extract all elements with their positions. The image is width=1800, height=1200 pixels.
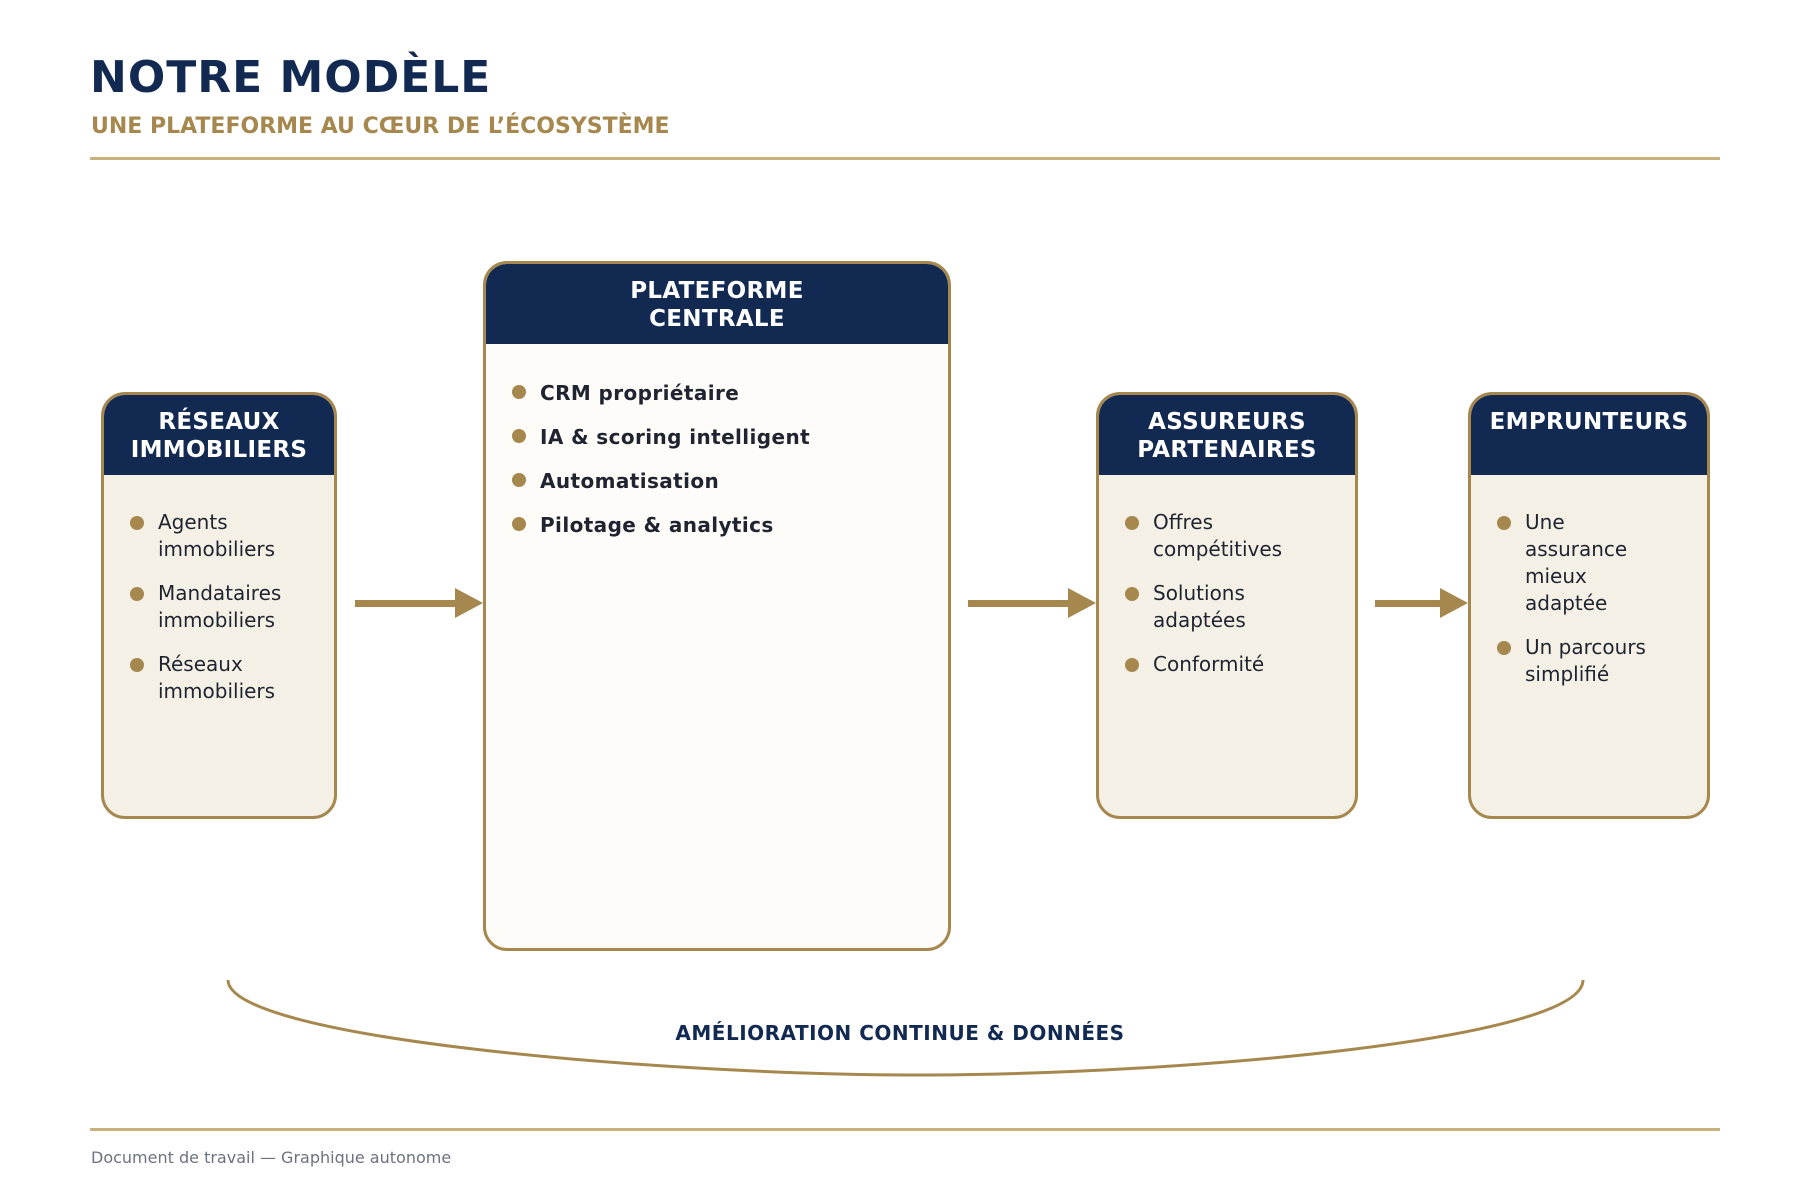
list-item: Mandataires immobiliers — [130, 580, 320, 634]
list-item-line: Un parcours — [1525, 635, 1646, 659]
list-item-line: Conformité — [1153, 652, 1265, 676]
list-item-line: Offres — [1153, 510, 1214, 534]
arrow-shaft — [355, 600, 457, 607]
node-title-line: PARTENAIRES — [1137, 437, 1317, 463]
list-item: CRM propriétaire — [512, 380, 928, 407]
node-plateforme-centrale: PLATEFORME CENTRALE CRM propriétaire IA … — [483, 261, 951, 951]
node-title-line: IMMOBILIERS — [130, 437, 308, 463]
edge-arrow-reseaux-plateforme — [355, 588, 483, 618]
node-header: ASSUREURS PARTENAIRES — [1099, 395, 1355, 475]
feedback-loop-path — [226, 979, 1585, 1077]
list-item-line: Agents — [158, 510, 228, 534]
node-title-line: RÉSEAUX — [158, 409, 280, 435]
list-item-line: adaptée — [1525, 591, 1608, 615]
header-divider — [90, 157, 1720, 160]
list-item-line: adaptées — [1153, 608, 1246, 632]
list-item-line: Une — [1525, 510, 1565, 534]
feedback-loop-label: AMÉLIORATION CONTINUE & DONNÉES — [675, 1021, 1125, 1045]
bullet-dot-icon — [512, 385, 526, 399]
footer-divider — [90, 1128, 1720, 1131]
arrow-head-icon — [455, 588, 483, 618]
list-item: Agents immobiliers — [130, 509, 320, 563]
list-item-line: Réseaux — [158, 652, 243, 676]
list-item: Une assurance mieux adaptée — [1497, 509, 1693, 617]
node-reseaux-immobiliers: RÉSEAUX IMMOBILIERS Agents immobiliers Ma… — [101, 392, 337, 819]
bullet-dot-icon — [512, 473, 526, 487]
page-title: NOTRE MODÈLE — [90, 52, 492, 103]
node-item-list: Une assurance mieux adaptée Un parcours simp… — [1471, 475, 1707, 688]
node-title-line: PLATEFORME — [630, 278, 804, 304]
node-item-list: Offres compétitives Solutions adaptées Con… — [1099, 475, 1355, 678]
bullet-dot-icon — [1497, 641, 1511, 655]
list-item: Automatisation — [512, 468, 928, 495]
node-title-line: ASSUREURS — [1148, 409, 1306, 435]
list-item: Pilotage & analytics — [512, 512, 928, 539]
list-item: Conformité — [1125, 651, 1341, 678]
list-item-line: immobiliers — [158, 679, 276, 703]
edge-arrow-plateforme-assureurs — [968, 588, 1096, 618]
list-item-line: mieux — [1525, 564, 1587, 588]
node-header: PLATEFORME CENTRALE — [486, 264, 948, 344]
node-title-line: CENTRALE — [649, 306, 785, 332]
bullet-dot-icon — [130, 658, 144, 672]
arrow-head-icon — [1440, 588, 1468, 618]
node-emprunteurs: EMPRUNTEURS Une assurance mieux adaptée Un … — [1468, 392, 1710, 819]
node-item-list: CRM propriétaire IA & scoring intelligen… — [486, 344, 948, 539]
list-item-line: CRM propriétaire — [540, 381, 740, 405]
list-item: Offres compétitives — [1125, 509, 1341, 563]
list-item-line: immobiliers — [158, 608, 276, 632]
node-header: EMPRUNTEURS — [1471, 395, 1707, 475]
bullet-dot-icon — [1497, 516, 1511, 530]
list-item-line: assurance — [1525, 537, 1628, 561]
list-item-line: Pilotage & analytics — [540, 513, 774, 537]
edge-arrow-assureurs-emprunteurs — [1375, 588, 1468, 618]
bullet-dot-icon — [130, 516, 144, 530]
list-item-line: Automatisation — [540, 469, 720, 493]
footer-note: Document de travail — Graphique autonome — [91, 1148, 452, 1167]
node-assureurs-partenaires: ASSUREURS PARTENAIRES Offres compétitives… — [1096, 392, 1358, 819]
list-item: Un parcours simplifié — [1497, 634, 1693, 688]
bullet-dot-icon — [1125, 516, 1139, 530]
arrow-head-icon — [1068, 588, 1096, 618]
list-item-line: compétitives — [1153, 537, 1283, 561]
bullet-dot-icon — [512, 517, 526, 531]
list-item: IA & scoring intelligent — [512, 424, 928, 451]
bullet-dot-icon — [1125, 658, 1139, 672]
node-item-list: Agents immobiliers Mandataires immobiliers… — [104, 475, 334, 705]
list-item: Solutions adaptées — [1125, 580, 1341, 634]
node-title-line: EMPRUNTEURS — [1489, 409, 1689, 435]
arrow-shaft — [1375, 600, 1442, 607]
arrow-shaft — [968, 600, 1070, 607]
list-item-line: Solutions — [1153, 581, 1245, 605]
list-item-line: simplifié — [1525, 662, 1610, 686]
list-item-line: Mandataires — [158, 581, 282, 605]
list-item-line: IA & scoring intelligent — [540, 425, 811, 449]
bullet-dot-icon — [130, 587, 144, 601]
node-header: RÉSEAUX IMMOBILIERS — [104, 395, 334, 475]
bullet-dot-icon — [512, 429, 526, 443]
bullet-dot-icon — [1125, 587, 1139, 601]
list-item-line: immobiliers — [158, 537, 276, 561]
list-item: Réseaux immobiliers — [130, 651, 320, 705]
page-subtitle: UNE PLATEFORME AU CŒUR DE L’ÉCOSYSTÈME — [91, 114, 670, 139]
